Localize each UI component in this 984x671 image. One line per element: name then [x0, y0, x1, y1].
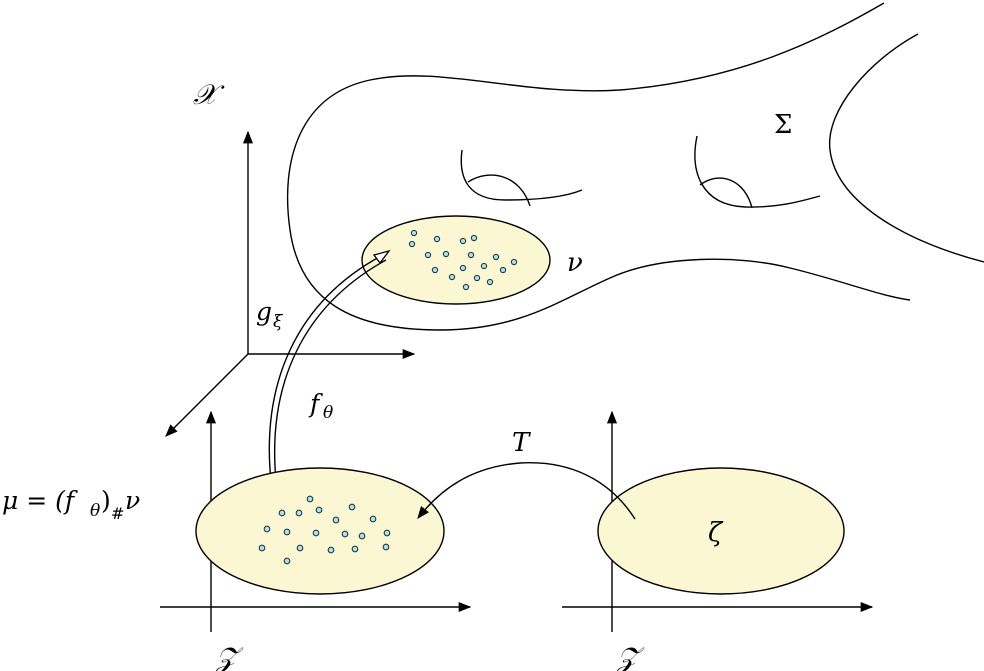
- sample-dot: [459, 264, 467, 272]
- sample-dot: [258, 544, 266, 552]
- mu-samples: [258, 495, 391, 565]
- transport-arrow-t: [417, 462, 636, 520]
- sample-dot: [312, 529, 320, 537]
- label-f-theta: f θ: [308, 389, 333, 423]
- manifold-hole-right-inner: [699, 177, 753, 209]
- label-mu-eq: μ = (f: [2, 486, 78, 515]
- nu-samples: [408, 229, 518, 291]
- sample-dot: [369, 515, 377, 523]
- sample-dot: [382, 543, 390, 551]
- sample-dot: [283, 557, 291, 565]
- sample-dot: [480, 262, 488, 270]
- sample-dot: [424, 251, 432, 259]
- label-f: f: [308, 389, 323, 418]
- label-zeta: ζ: [708, 518, 724, 548]
- label-mu-definition: μ = (f θ ) # ν: [2, 486, 140, 523]
- sample-dot: [410, 229, 418, 237]
- nu-oval: [361, 215, 551, 305]
- sample-dot: [348, 503, 356, 511]
- label-nu: ν: [567, 248, 583, 278]
- sample-dot: [486, 278, 494, 286]
- label-mu-close: ): [101, 486, 111, 515]
- sample-dot: [473, 274, 481, 282]
- label-g: g: [256, 297, 272, 326]
- manifold-hole-left-inner: [467, 174, 531, 207]
- label-x-space: 𝒳: [193, 78, 225, 111]
- mapping-curve-inner: [273, 259, 387, 491]
- sample-dot: [315, 506, 323, 514]
- mu-oval: [195, 467, 445, 595]
- sample-dot: [499, 266, 507, 274]
- sample-dot: [296, 544, 304, 552]
- sample-dot: [327, 546, 335, 554]
- sample-dot: [295, 509, 303, 517]
- sample-dot: [462, 283, 470, 291]
- mapping-curve-outer: [268, 255, 382, 491]
- label-sigma: Σ: [774, 110, 792, 140]
- sample-dot: [263, 525, 271, 533]
- sample-dot: [278, 509, 286, 517]
- manifold-outline: [286, 2, 911, 331]
- sample-dot: [467, 251, 475, 259]
- label-f-sub: θ: [323, 403, 333, 423]
- sample-dot: [448, 273, 456, 281]
- label-z-space-left: 𝒵: [215, 641, 244, 671]
- sample-dot: [341, 530, 349, 538]
- x-space-axes: [165, 130, 416, 437]
- mapping-arrowhead-up: [372, 249, 391, 265]
- manifold-sigma: [286, 2, 984, 331]
- nu-distribution: [361, 215, 551, 305]
- sample-dot: [306, 495, 314, 503]
- sample-dot: [459, 237, 467, 245]
- sample-dot: [351, 545, 359, 553]
- label-z-space-right: 𝒵: [616, 641, 645, 671]
- sample-dot: [470, 234, 478, 242]
- sample-dot: [383, 529, 391, 537]
- manifold-hole-right: [694, 135, 821, 208]
- label-g-xi: g ξ: [256, 297, 284, 332]
- manifold-hole-left: [460, 149, 583, 201]
- manifold-right-edge: [829, 33, 984, 263]
- sample-dot: [358, 532, 366, 540]
- sample-dot: [442, 250, 450, 258]
- sample-dot: [510, 258, 518, 266]
- sample-dot: [408, 240, 416, 248]
- sample-dot: [492, 253, 500, 261]
- sample-dot: [283, 528, 291, 536]
- label-mu-theta: θ: [90, 501, 100, 521]
- label-g-sub: ξ: [273, 312, 284, 332]
- double-mapping-arrow: [267, 249, 391, 498]
- x-axis-diagonal: [165, 353, 249, 437]
- sample-dot: [431, 266, 439, 274]
- sample-dot: [332, 516, 340, 524]
- sample-dot: [433, 235, 441, 243]
- zeta-oval: [597, 467, 845, 595]
- mu-distribution: [195, 467, 445, 595]
- label-mu-hash: #: [111, 504, 124, 523]
- label-t: T: [512, 428, 531, 458]
- label-mu-nu: ν: [125, 486, 140, 515]
